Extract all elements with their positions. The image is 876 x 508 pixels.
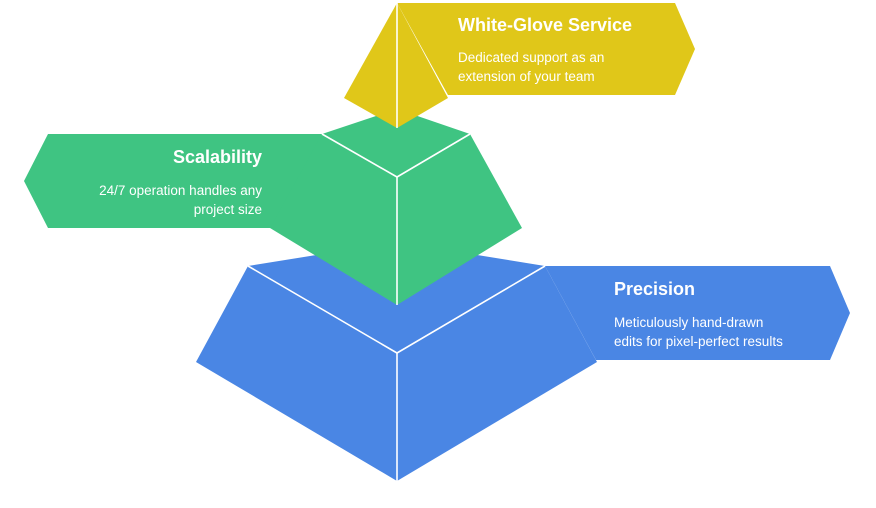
white-glove-desc-line-2: extension of your team: [458, 69, 595, 84]
precision-desc-line-1: Meticulously hand-drawn: [614, 315, 763, 330]
scalability-desc-line-2: project size: [194, 202, 262, 217]
white-glove-banner: [397, 3, 695, 95]
scalability-title: Scalability: [173, 147, 262, 167]
white-glove-desc-line-1: Dedicated support as an: [458, 50, 604, 65]
pyramid-middle-tier: [270, 109, 522, 305]
precision-banner: [545, 266, 850, 360]
precision-title: Precision: [614, 279, 695, 299]
pyramid-top-tier: [344, 3, 448, 128]
white-glove-title: White-Glove Service: [458, 15, 632, 35]
precision-desc-line-2: edits for pixel-perfect results: [614, 334, 783, 349]
scalability-banner: [24, 134, 322, 228]
scalability-desc-line-1: 24/7 operation handles any: [99, 183, 262, 198]
